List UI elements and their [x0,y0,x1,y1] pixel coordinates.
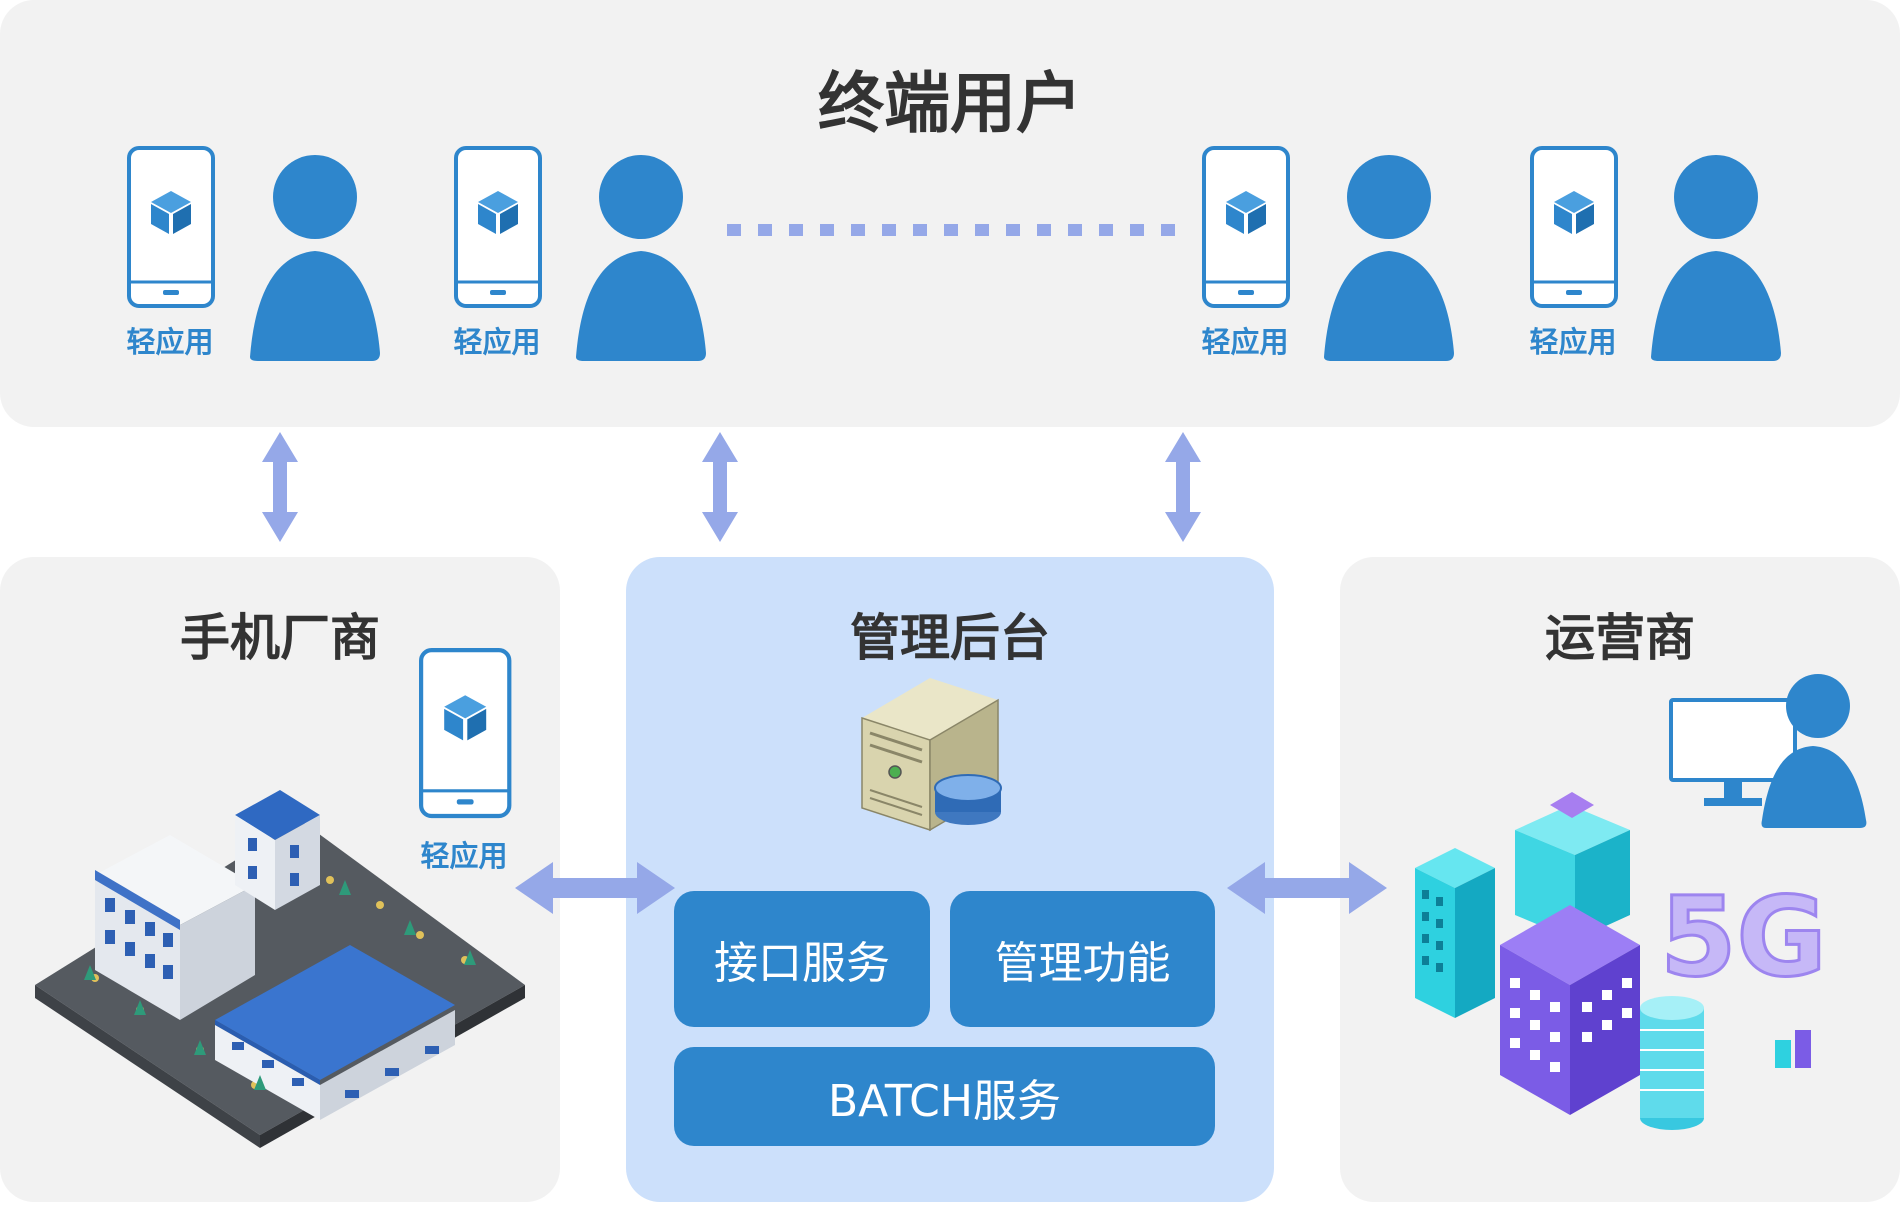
arrow-users-admin [702,432,738,542]
arrow-admin-operator [1227,862,1387,914]
end-users-title: 终端用户 [818,65,1082,142]
arrow-users-vendor [262,432,298,542]
operator-title: 运营商 [1545,609,1695,667]
phone-icon [454,146,542,308]
user-icon [576,155,706,361]
arrow-users-operator [1165,432,1201,542]
admin-backend-title: 管理后台 [850,609,1050,667]
light-app-label: 轻应用 [453,325,541,359]
city-5g-illustration: 5G [1415,792,1828,1130]
factory-illustration [35,790,525,1148]
phone-icon [1530,146,1618,308]
management-function-box: 管理功能 [950,891,1215,1027]
monitor-user-icon [1669,674,1867,828]
arrow-vendor-admin [515,862,675,914]
vendor-light-app-label: 轻应用 [420,839,508,873]
ellipsis-dots [727,224,1175,236]
user-icon [1651,155,1781,361]
user-icon [1324,155,1454,361]
batch-service-box: BATCH服务 [674,1047,1215,1146]
interface-service-box: 接口服务 [674,891,930,1027]
light-app-label: 轻应用 [1201,325,1289,359]
server-database-icon [861,678,1002,832]
vendor-phone-icon [421,650,509,816]
light-app-label: 轻应用 [126,325,214,359]
phone-icon [1202,146,1290,308]
light-app-label: 轻应用 [1529,325,1617,359]
phone-vendor-title: 手机厂商 [180,609,380,667]
phone-icon [127,146,215,308]
svg-text:5G: 5G [1660,873,1827,1001]
user-icon [250,155,380,361]
